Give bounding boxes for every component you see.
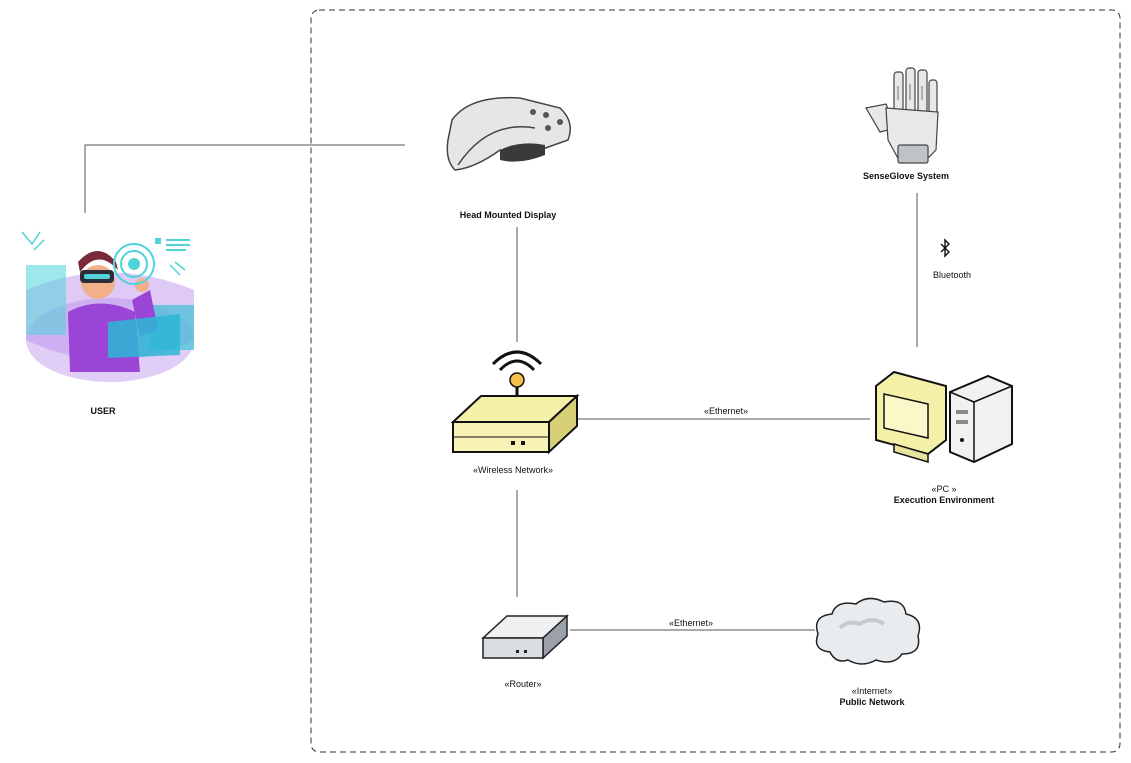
internet-stereotype: «Internet»	[851, 686, 893, 696]
router-internet-link-label: «Ethernet»	[668, 618, 714, 628]
system-boundary	[310, 9, 1121, 753]
pc-label: Execution Environment	[893, 495, 995, 505]
pc-stereotype: «PC »	[931, 484, 957, 494]
pc-icon	[875, 370, 1013, 464]
user-label: USER	[90, 406, 116, 416]
wireless-ap-icon	[450, 350, 580, 455]
pc-label-group: «PC » Execution Environment	[894, 484, 995, 506]
wireless-stereotype: «Wireless Network»	[472, 465, 554, 475]
glove-label: SenseGlove System	[862, 171, 950, 181]
user-illustration	[21, 231, 194, 382]
cloud-icon	[815, 597, 921, 665]
internet-label-group: «Internet» Public Network	[839, 686, 904, 708]
router-icon	[481, 614, 569, 660]
internet-label: Public Network	[839, 697, 905, 707]
router-stereotype: «Router»	[504, 679, 542, 689]
bluetooth-label: Bluetooth	[932, 270, 972, 280]
hmd-label: Head Mounted Display	[459, 210, 557, 220]
connectors	[84, 144, 918, 631]
wireless-pc-link-label: «Ethernet»	[703, 406, 749, 416]
hmd-icon	[446, 96, 571, 171]
senseglove-icon	[865, 67, 939, 164]
user-hmd-link	[84, 144, 405, 213]
bluetooth-icon	[940, 238, 950, 258]
